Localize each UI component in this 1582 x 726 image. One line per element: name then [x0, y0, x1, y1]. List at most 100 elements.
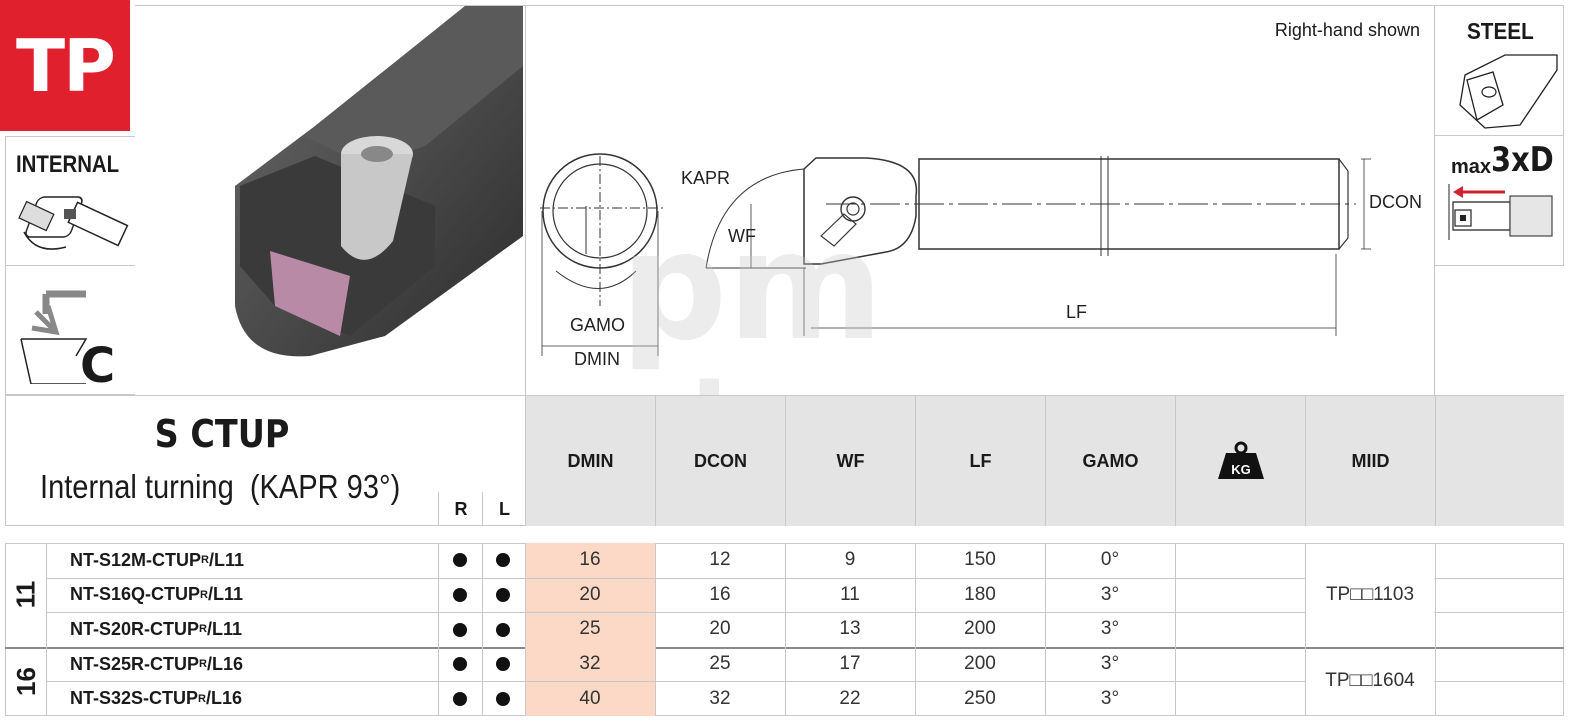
insert-shape-panel: C	[5, 265, 136, 395]
tool-code-hand: R	[199, 623, 207, 636]
cell-dmin: 25	[579, 618, 601, 640]
product-photo	[135, 5, 526, 396]
dmin-label: DMIN	[574, 349, 620, 369]
cell-dcon: 32	[709, 687, 731, 709]
cell-gamo: 3°	[1100, 618, 1120, 640]
product-name: S CTUP	[154, 412, 290, 456]
tool-code-hand: R	[200, 588, 208, 601]
overhang-prefix: max	[1451, 156, 1492, 178]
group-divider	[5, 646, 1564, 649]
left-hand-available-dot	[496, 553, 510, 568]
internal-panel: INTERNAL	[5, 136, 136, 266]
left-hand-available-dot	[496, 622, 510, 637]
cell-lf: 200	[964, 653, 996, 675]
tool-code-size: /L11	[206, 618, 242, 639]
cell-lf: 150	[964, 549, 996, 571]
cell-dmin: 32	[579, 653, 601, 675]
col-header-weight: KG	[1175, 396, 1305, 526]
col-header-wf: WF	[785, 396, 915, 526]
column-divider	[785, 543, 786, 716]
right-hand-available-dot	[453, 622, 467, 637]
miid-cell: TP□□1103	[1325, 583, 1415, 605]
cell-wf: 9	[844, 549, 856, 571]
dcon-label: DCON	[1369, 192, 1422, 212]
cell-dcon: 16	[709, 583, 731, 605]
cell-lf: 250	[964, 687, 996, 709]
right-hand-available-dot	[453, 657, 467, 672]
hand-note: Right-hand shown	[1274, 20, 1420, 40]
cell-lf: 180	[964, 583, 996, 605]
cell-dcon: 25	[709, 653, 731, 675]
cell-wf: 22	[839, 687, 861, 709]
dmin-highlight	[525, 646, 655, 682]
tp-badge: TP	[0, 0, 130, 131]
dmin-highlight	[525, 577, 655, 613]
cell-dcon: 12	[709, 549, 731, 571]
left-hand-available-dot	[496, 691, 510, 706]
tool-dimension-diagram	[540, 153, 1371, 356]
dmin-highlight	[525, 681, 655, 716]
tool-holder-image	[235, 6, 523, 357]
wf-label: WF	[728, 226, 756, 246]
miid-bg	[1306, 545, 1434, 646]
cell-wf: 11	[840, 583, 860, 605]
weight-kg-label: KG	[1231, 462, 1251, 477]
insert-shape-letter: C	[80, 338, 116, 394]
tool-code-base: NT-S16Q-CTUP	[70, 584, 201, 605]
left-hand-available-dot	[496, 587, 510, 602]
cell-wf: 13	[839, 618, 861, 640]
right-hand-available-dot	[453, 691, 467, 706]
group-label-text: 16	[10, 666, 41, 696]
cell-dcon: 20	[709, 618, 731, 640]
column-divider	[1435, 543, 1436, 716]
column-divider	[1045, 543, 1046, 716]
column-divider	[1175, 543, 1176, 716]
overhang-value: 3xD	[1491, 140, 1554, 180]
column-divider	[655, 543, 656, 716]
col-header-extra	[1435, 396, 1564, 526]
cell-dmin: 16	[579, 549, 601, 571]
column-divider	[482, 543, 483, 716]
dimension-drawing: Right-hand shown KAPR WF	[525, 5, 1435, 396]
group-label: 16	[6, 647, 46, 716]
row-divider	[46, 577, 1564, 579]
miid-cell: TP□□1604	[1325, 670, 1415, 692]
cell-wf: 17	[839, 653, 861, 675]
tool-code-size: /L16	[205, 688, 243, 709]
hand-header-l: L	[482, 492, 526, 526]
right-hand-available-dot	[453, 553, 467, 568]
col-header-gamo: GAMO	[1045, 396, 1175, 526]
tool-code-size: /L16	[206, 653, 243, 674]
row-divider	[46, 681, 1564, 683]
insert-clearance-icon	[20, 290, 88, 384]
tool-code-size: /L11	[208, 549, 244, 570]
group-label-text: 11	[10, 581, 41, 609]
tool-code-hand: R	[198, 692, 206, 705]
left-hand-available-dot	[496, 657, 510, 672]
row-divider	[46, 612, 1564, 614]
weight-kg-icon: KG	[1217, 441, 1264, 479]
hand-header-r: R	[438, 492, 483, 526]
material-label: STEEL	[1467, 18, 1534, 44]
tool-code-size: /L11	[207, 584, 244, 605]
table-frame	[5, 543, 1564, 716]
right-hand-available-dot	[453, 587, 467, 602]
col-header-lf: LF	[915, 396, 1045, 526]
cell-gamo: 0°	[1100, 549, 1120, 571]
column-divider	[438, 543, 439, 716]
dmin-highlight	[525, 543, 655, 578]
steel-insert-icon	[1459, 54, 1558, 129]
lf-label: LF	[1066, 302, 1088, 322]
tool-code-base: NT-S25R-CTUP	[70, 653, 200, 674]
col-header-miid: MIID	[1305, 396, 1435, 526]
cell-lf: 200	[964, 618, 996, 640]
column-divider	[525, 543, 526, 716]
kapr-label: KAPR	[681, 168, 731, 188]
gamo-label: GAMO	[570, 315, 626, 335]
tool-code-hand: R	[199, 658, 207, 671]
column-divider	[1305, 543, 1306, 716]
